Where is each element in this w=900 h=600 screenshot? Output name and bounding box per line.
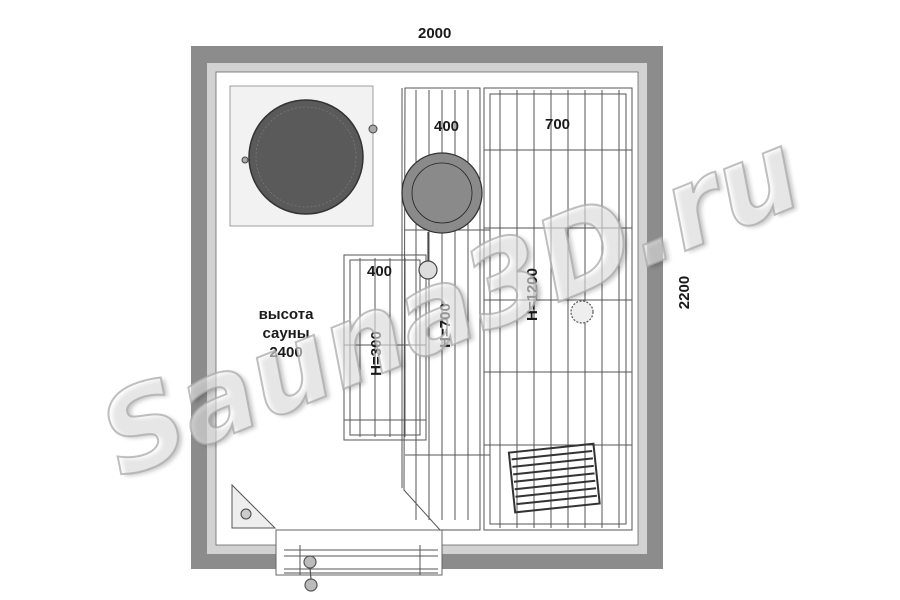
ceiling-lamp-icon <box>401 152 483 234</box>
stove-icon <box>248 99 364 215</box>
stool-slat <box>515 487 597 498</box>
stool-slat <box>514 479 596 491</box>
label-upper-bench-wide: 700 <box>545 116 571 133</box>
sauna-height-line2: сауны <box>262 325 310 342</box>
sauna-height-label: высота сауны 2400 <box>244 305 328 362</box>
drain-icon <box>570 300 594 324</box>
upper-bench-inner-frame <box>489 93 627 525</box>
corner-lamp-icon <box>240 508 252 520</box>
lower-bench-frame <box>343 254 427 441</box>
stool-slat <box>516 494 597 506</box>
ceiling-lamp-inner <box>411 162 473 224</box>
stool-slat <box>513 472 595 483</box>
upper-bench <box>483 87 633 531</box>
stove-sensor-icon <box>241 124 378 164</box>
dimension-width: 2000 <box>418 25 452 42</box>
label-upper-bench-narrow: 400 <box>434 118 460 135</box>
sauna-height-value: 2400 <box>269 344 303 361</box>
stool-frame <box>507 442 601 514</box>
lower-bench-inner-frame <box>349 259 421 436</box>
sauna-height-line1: высота <box>258 306 314 323</box>
door-handle-icon <box>303 555 318 592</box>
lower-bench <box>343 254 427 441</box>
stove-rim <box>255 106 357 208</box>
stool-slat <box>511 449 593 461</box>
stool-slat <box>512 457 594 468</box>
upper-bench-frame <box>483 87 633 531</box>
shower-head-icon <box>418 232 438 280</box>
stool-slat <box>513 464 594 476</box>
door-opening <box>275 529 443 576</box>
label-lower-bench: 400 <box>367 263 393 280</box>
wooden-stool <box>507 442 601 514</box>
middle-bench-outline <box>403 87 481 531</box>
